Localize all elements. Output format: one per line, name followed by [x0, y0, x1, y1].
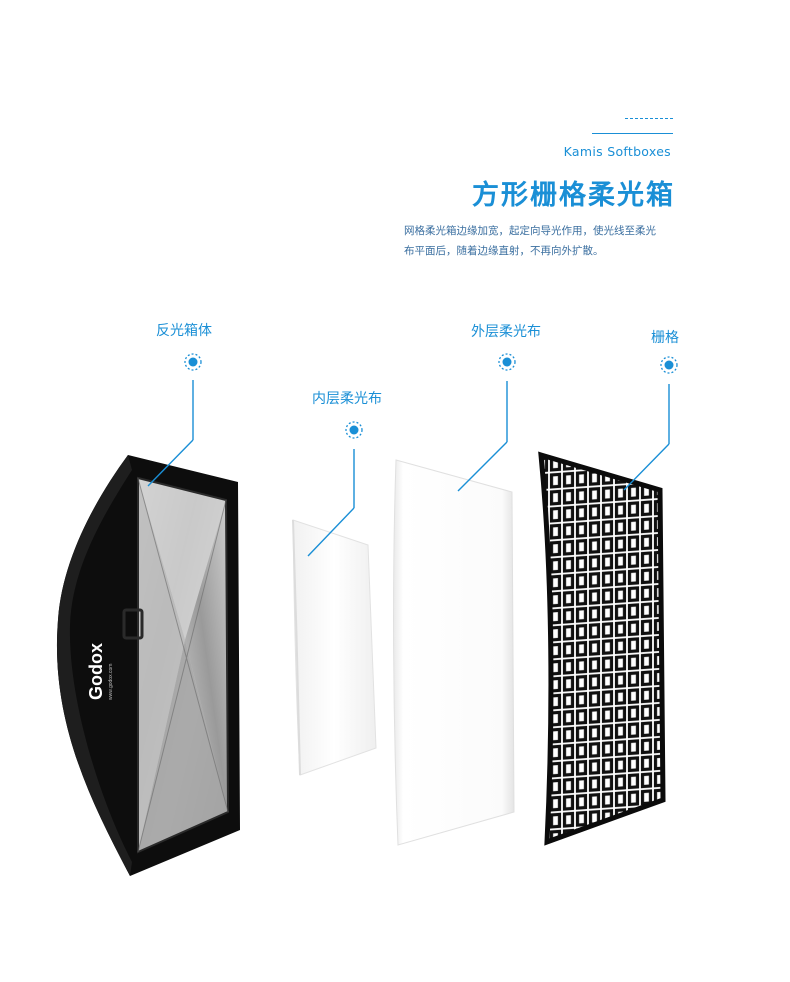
dot-grid-icon: [660, 356, 678, 374]
label-inner-diffuser: 内层柔光布: [312, 391, 382, 407]
brand-underline: [592, 133, 673, 134]
label-grid: 栅格: [651, 330, 679, 346]
label-outer-diffuser: 外层柔光布: [471, 324, 541, 340]
dot-reflector-icon: [184, 353, 202, 371]
outer-diffuser-image: [393, 459, 515, 846]
dot-inner-diffuser-icon: [345, 421, 363, 439]
connector-grid-line: [623, 384, 670, 491]
godox-url: www.godox.com: [108, 664, 114, 700]
description-line-1: 网格柔光箱边缘加宽，起定向导光作用，使光线至柔光: [404, 225, 656, 237]
inner-diffuser-image: [292, 519, 377, 776]
connector-outer-diffuser-line: [457, 381, 508, 492]
dot-outer-diffuser-icon: [498, 353, 516, 371]
brand-dash-line: [625, 118, 673, 119]
description-line-2: 布平面后，随着边缘直射，不再向外扩散。: [404, 245, 604, 257]
reflector-box-image: Godox www.godox.com: [56, 455, 240, 876]
page-title: 方形栅格柔光箱: [472, 180, 675, 211]
grid-image: [538, 451, 666, 846]
connector-inner-diffuser-line: [307, 449, 355, 557]
product-description: 网格柔光箱边缘加宽，起定向导光作用，使光线至柔光 布平面后，随着边缘直射，不再向…: [404, 221, 678, 261]
brand-name: Kamis Softboxes: [563, 144, 671, 159]
godox-logo: Godox: [86, 643, 106, 700]
label-reflector-body: 反光箱体: [156, 323, 212, 339]
connector-reflector-line: [147, 380, 194, 487]
